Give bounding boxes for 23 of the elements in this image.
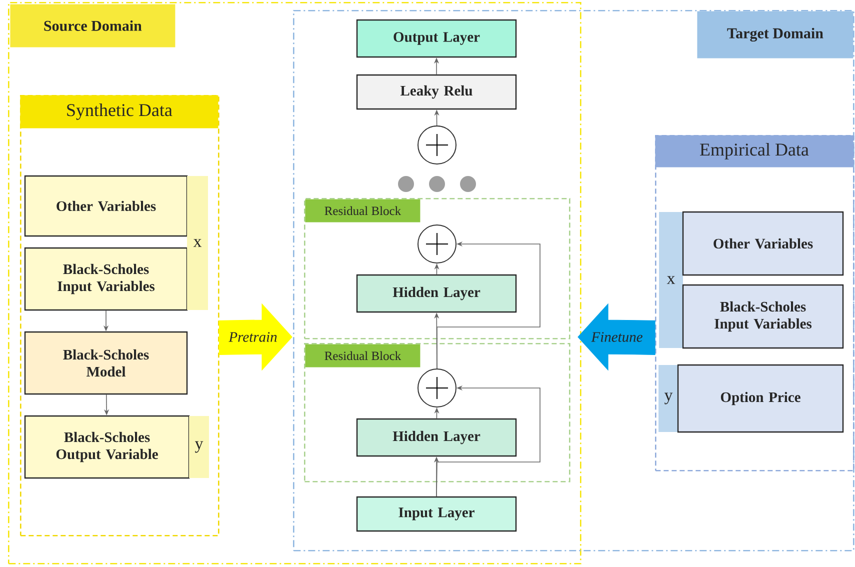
layer-box: Hidden Layer	[356, 274, 517, 313]
block-arrow	[578, 303, 656, 371]
edge-label: Finetune	[591, 332, 642, 342]
variable-band: x	[659, 212, 683, 348]
variable-box: Black-Scholes Output Variable	[24, 415, 190, 479]
layer-box: Output Layer	[356, 19, 517, 58]
layer-box: Hidden Layer	[356, 418, 517, 457]
sum-circle	[418, 126, 456, 164]
variable-band: y	[189, 416, 209, 478]
edge-label: Pretrain	[228, 332, 277, 342]
variable-band: y	[658, 365, 678, 432]
variable-box: Black-Scholes Input Variables	[24, 247, 188, 311]
model-box: Black-Scholes Model	[24, 331, 188, 395]
variable-box: Option Price	[677, 364, 844, 433]
variable-box: Black-Scholes Input Variables	[682, 284, 844, 349]
layer-box: Input Layer	[356, 496, 517, 532]
variable-band: x	[187, 176, 208, 310]
layer-box: Leaky Relu	[356, 74, 517, 110]
sum-circle	[418, 224, 456, 264]
block-arrow	[219, 303, 292, 371]
variable-box: Other Variables	[682, 211, 844, 276]
sum-circle	[418, 368, 456, 408]
variable-box: Other Variables	[24, 175, 188, 237]
